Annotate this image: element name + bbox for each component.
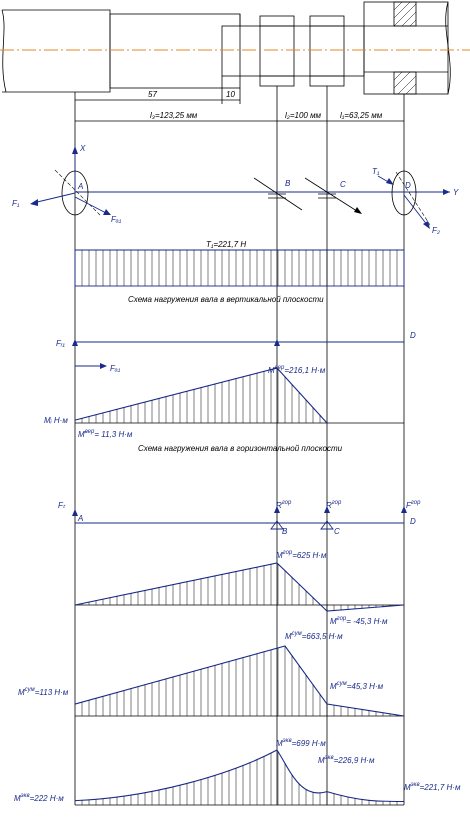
support-c <box>320 520 334 530</box>
dim-l1: l₁=63,25 мм <box>340 111 383 120</box>
mb-vertical-label: Mвер=216,1 Н·м <box>268 365 326 375</box>
point-d-horizontal-label: D <box>410 517 416 526</box>
mb-sum-label: Mсум=663,5 Н·м <box>285 631 343 641</box>
dim-l3: l₃=123,25 мм <box>150 111 198 120</box>
shaft-drawing <box>0 1 470 95</box>
mc-horizontal-label: Mгор= -45,3 Н·м <box>330 616 388 626</box>
torque-label: T₁=221,7 Н <box>206 240 246 249</box>
reaction-c-label: Rгор <box>326 500 342 510</box>
epure-vertical-curve <box>74 367 328 424</box>
epure-sum: Mсум=663,5 Н·м Mсум=45,3 Н·м Mсум=113 Н·… <box>18 631 405 717</box>
point-a-label: A <box>77 182 83 191</box>
epure-equivalent-curve <box>74 749 405 803</box>
dim-10: 10 <box>226 90 235 99</box>
point-c-horizontal-label: C <box>334 527 340 536</box>
gear-d <box>391 170 417 216</box>
torque-t1-label: T₁ <box>372 167 380 176</box>
hub-break-line <box>445 1 451 95</box>
mc-sum-label: Mсум=45,3 Н·м <box>330 681 384 691</box>
epure-vertical: Mᵢ Н·м Mвер=216,1 Н·м Mвер= 11,3 Н·м <box>44 365 404 439</box>
reference-verticals <box>74 86 405 805</box>
caption-horizontal-plane: Схема нагружения вала в горизонтальной п… <box>138 444 343 453</box>
hub-hatch-top <box>393 1 417 27</box>
epure-equivalent: Mэкв=699 Н·м Mэкв=226,9 Н·м Mэкв=222 Н·м… <box>14 738 461 806</box>
horizontal-scheme: Fₜ A B C D Rгор Rгор Fгор <box>58 500 421 536</box>
epure-horizontal-curve <box>74 562 405 612</box>
epure-vertical-axis-label: Mᵢ Н·м <box>44 416 68 425</box>
bearing-b-body <box>259 15 295 87</box>
epure-sum-curve <box>74 645 405 717</box>
force-fa1-b-label: Fₐ₁ <box>110 364 121 373</box>
epure-horizontal: Mгор=625 Н·м Mгор= -45,3 Н·м <box>74 550 405 626</box>
y-axis-label: Y <box>453 188 459 197</box>
reaction-b-label: Rгор <box>276 500 292 510</box>
force-fd-label: Fгор <box>406 500 421 510</box>
mb-equivalent-label: Mэкв=699 Н·м <box>276 738 326 748</box>
gear-a <box>61 170 89 216</box>
point-c-label: C <box>340 180 346 189</box>
epure-equivalent-hatch <box>81 751 398 805</box>
shaft-left-segment <box>2 9 111 93</box>
point-b-horizontal-label: B <box>282 527 288 536</box>
force-f1-label: F₁ <box>12 199 20 208</box>
mb-horizontal-label: Mгор=625 Н·м <box>276 550 327 560</box>
force-fr1-label: Fᵣ₁ <box>56 339 65 348</box>
gear-hub <box>363 1 449 95</box>
force-fa1-label: Fₐ₁ <box>111 215 122 224</box>
shaft-middle-segment <box>109 13 241 89</box>
epure-vertical-hatch <box>81 369 321 423</box>
md-equivalent-label: Mэкв=221,7 Н·м <box>404 782 461 792</box>
point-b-label: B <box>285 179 291 188</box>
epure-horizontal-hatch <box>81 563 398 612</box>
ma-vertical-label: Mвер= 11,3 Н·м <box>78 429 133 439</box>
mc-equivalent-label: Mэкв=226,9 Н·м <box>318 755 375 765</box>
support-b <box>270 520 284 530</box>
torque-hatch <box>81 250 398 286</box>
torque-epure: T₁=221,7 Н <box>74 240 405 287</box>
epure-sum-hatch <box>81 646 398 716</box>
shaft-journal-segment <box>221 25 365 77</box>
force-ft-label: Fₜ <box>58 501 66 510</box>
spatial-scheme: Y X A F₁ Fₐ₁ B C D T₁ <box>12 144 459 235</box>
dim-l2: l₂=100 мм <box>285 111 322 120</box>
hub-hatch-bottom <box>393 71 417 95</box>
caption-vertical-plane: Схема нагружения вала в вертикальной пло… <box>128 295 324 304</box>
ma-sum-label: Mсум=113 Н·м <box>18 687 69 697</box>
vertical-scheme: Fᵣ₁ D Fₐ₁ <box>56 331 416 373</box>
dimension-lines: 57 10 l₃=123,25 мм l₂=100 мм l₁=63,25 мм <box>75 90 404 122</box>
shaft-break-line <box>1 9 7 93</box>
x-axis-label: X <box>79 144 86 153</box>
ma-equivalent-label: Mэкв=222 Н·м <box>14 793 64 803</box>
force-f2-label: F₂ <box>432 226 440 235</box>
point-d-label: D <box>405 181 411 190</box>
bearing-c-body <box>309 15 345 87</box>
dim-57: 57 <box>148 90 157 99</box>
point-a-horizontal-label: A <box>77 514 83 523</box>
point-d-vertical-label: D <box>410 331 416 340</box>
